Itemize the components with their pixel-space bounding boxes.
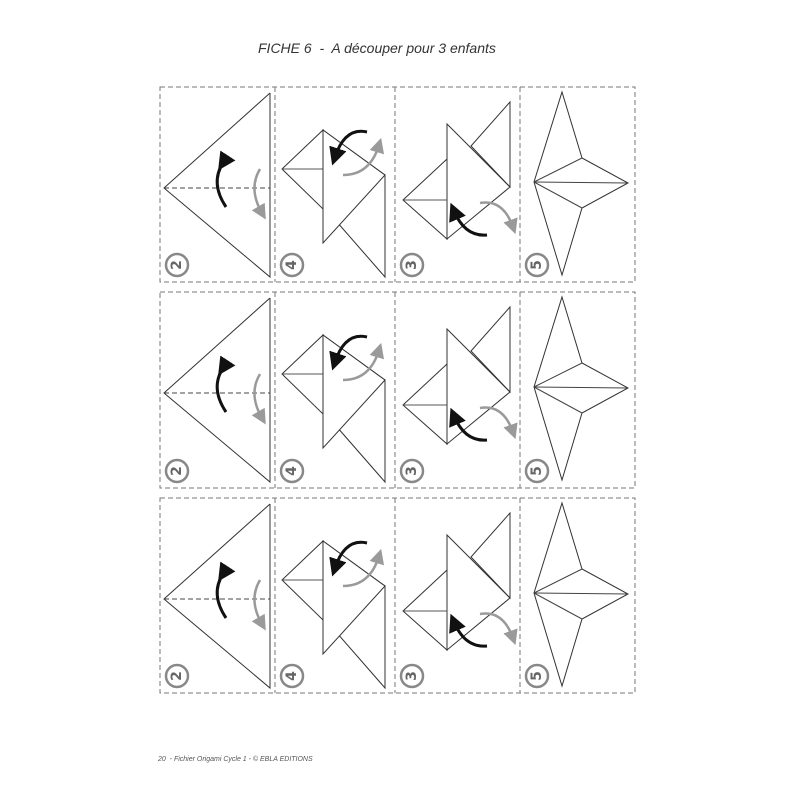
step-number: 2 <box>169 260 185 270</box>
step-number-badge: 2 <box>164 663 190 689</box>
origami-step-card: 2 <box>164 93 270 277</box>
step-number: 3 <box>404 671 420 681</box>
fold-diagram-icon <box>403 513 513 650</box>
step-number: 4 <box>284 671 300 681</box>
step-number: 2 <box>169 466 185 476</box>
fold-diagram-icon <box>164 504 270 688</box>
fold-diagram-icon <box>533 91 629 276</box>
step-number-badge: 3 <box>399 458 425 484</box>
cut-line <box>159 86 636 283</box>
fold-diagram-icon <box>164 93 270 277</box>
step-number-badge: 4 <box>279 663 305 689</box>
fold-diagram-icon <box>403 102 513 239</box>
origami-step-card: 3 <box>399 307 513 484</box>
step-number-badge: 5 <box>524 458 550 484</box>
fold-diagram-icon <box>533 296 629 481</box>
origami-step-card: 5 <box>524 91 629 278</box>
step-number-badge: 5 <box>524 252 550 278</box>
step-number-badge: 2 <box>164 458 190 484</box>
step-number-badge: 3 <box>399 663 425 689</box>
origami-step-card: 5 <box>524 296 629 484</box>
fold-diagram-icon <box>164 298 270 482</box>
origami-step-card: 4 <box>279 130 385 278</box>
step-number-badge: 2 <box>164 252 190 278</box>
cut-line <box>159 497 636 694</box>
card-row: 2 4 3 5 <box>159 86 636 283</box>
step-number-badge: 4 <box>279 252 305 278</box>
step-number: 2 <box>169 671 185 681</box>
step-number: 5 <box>529 466 545 476</box>
origami-step-card: 4 <box>279 335 385 484</box>
origami-step-card: 5 <box>524 502 629 689</box>
origami-step-card: 4 <box>279 541 385 689</box>
step-number: 4 <box>284 466 300 476</box>
page-title: FICHE 6 - A découper pour 3 enfants <box>258 40 496 56</box>
fold-diagram-icon <box>533 502 629 687</box>
card-row: 2 4 3 5 <box>159 497 636 694</box>
step-number-badge: 4 <box>279 458 305 484</box>
origami-step-card: 2 <box>164 298 270 482</box>
fold-diagram-icon <box>282 335 385 482</box>
card-row: 2 4 3 5 <box>159 291 636 489</box>
step-number-badge: 3 <box>399 252 425 278</box>
step-number: 5 <box>529 260 545 270</box>
step-number: 4 <box>284 260 300 270</box>
fold-diagram-icon <box>403 307 513 444</box>
step-number: 3 <box>404 260 420 270</box>
step-number: 3 <box>404 466 420 476</box>
page-footer: 20 - Fichier Origami Cycle 1 - © EBLA ED… <box>158 756 313 763</box>
step-number: 5 <box>529 671 545 681</box>
origami-step-card: 3 <box>399 102 513 278</box>
origami-step-card: 2 <box>164 504 270 688</box>
step-number-badge: 5 <box>524 663 550 689</box>
origami-step-card: 3 <box>399 513 513 689</box>
cut-line <box>159 291 636 489</box>
